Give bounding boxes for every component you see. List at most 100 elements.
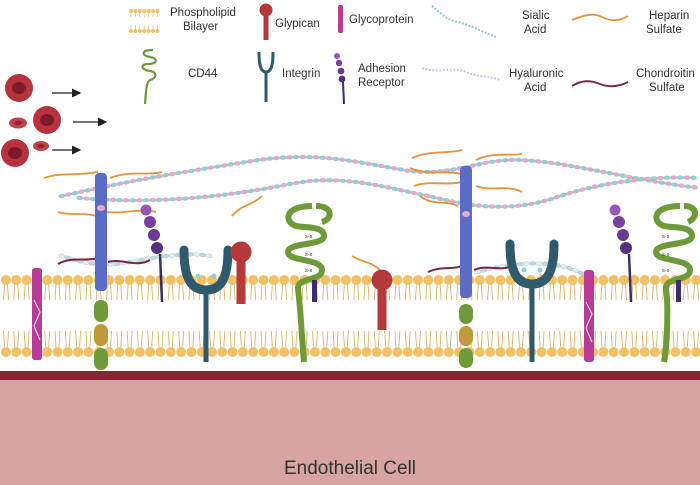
lipid-head bbox=[340, 275, 351, 285]
lipid-head bbox=[320, 347, 331, 357]
lipid-head bbox=[114, 275, 125, 285]
lipid-head bbox=[474, 275, 485, 285]
disulfide-bond-label: s-s bbox=[662, 252, 670, 258]
lipid-tail bbox=[693, 283, 700, 301]
lipid-head bbox=[371, 347, 382, 357]
lipid-head bbox=[361, 347, 372, 357]
phospholipid-legend-icon bbox=[129, 9, 160, 33]
lipid-tail bbox=[260, 330, 267, 348]
lipid-tail bbox=[126, 330, 133, 348]
lipid-head bbox=[413, 275, 423, 285]
lipid-head bbox=[248, 347, 259, 357]
legend-chondroitin-label: Chondroitin bbox=[636, 68, 695, 80]
lipid-head bbox=[124, 347, 135, 357]
lipid-tail bbox=[136, 283, 143, 301]
sialic-acid-strand bbox=[474, 261, 585, 276]
lipid-head bbox=[629, 275, 640, 285]
legend-chondroitin-label-2: Sulfate bbox=[649, 82, 685, 94]
lipid-tail bbox=[147, 330, 154, 348]
disulfide-bond-label: s-s bbox=[305, 234, 313, 240]
lipid-tail bbox=[651, 330, 658, 348]
lipid-head bbox=[598, 275, 609, 285]
lipid-tail bbox=[487, 283, 494, 301]
heparin-chain bbox=[231, 195, 263, 217]
lipid-tail bbox=[23, 330, 30, 348]
lipid-tail bbox=[13, 330, 20, 348]
lipid-tail bbox=[322, 330, 329, 348]
lipid-head bbox=[485, 275, 496, 285]
lipid-head bbox=[495, 275, 506, 285]
lipid-head bbox=[546, 347, 557, 357]
lipid-tail bbox=[75, 330, 82, 348]
lipid-tail bbox=[672, 330, 679, 348]
disulfide-bond-label: s-s bbox=[662, 234, 670, 240]
lipid-tail bbox=[281, 330, 288, 348]
red-blood-cell bbox=[33, 106, 61, 134]
heparin-sulfate-legend-icon bbox=[571, 13, 629, 22]
adhesion-receptor-legend-icon bbox=[334, 53, 346, 105]
cd44-receptor: s-s s-s s-s bbox=[653, 203, 698, 363]
lipid-tail bbox=[157, 330, 164, 348]
lipid-head bbox=[680, 347, 691, 357]
lipid-head bbox=[83, 275, 94, 285]
hyaluronic-acid-strand bbox=[58, 155, 698, 199]
lipid-tail bbox=[621, 330, 627, 348]
lipid-head bbox=[423, 275, 434, 285]
lipid-tail bbox=[651, 283, 658, 301]
lipid-head bbox=[320, 275, 331, 285]
lipid-head bbox=[62, 347, 73, 357]
red-blood-cell bbox=[5, 74, 33, 102]
lipid-head bbox=[402, 275, 413, 285]
lipid-tail bbox=[425, 283, 432, 301]
lipid-head bbox=[340, 347, 351, 357]
lipid-tail bbox=[44, 283, 51, 301]
lipid-tail bbox=[435, 330, 442, 348]
lipid-head bbox=[608, 275, 619, 285]
lipid-head bbox=[62, 275, 73, 285]
integrin bbox=[179, 245, 233, 362]
lipid-head bbox=[114, 347, 125, 357]
legend-sialic-label: Sialic bbox=[522, 10, 550, 22]
lipid-head bbox=[474, 347, 485, 357]
lipid-tail bbox=[476, 283, 483, 301]
legend-integrin-label: Integrin bbox=[282, 68, 320, 80]
legend-heparin-label-2: Sulfate bbox=[646, 24, 682, 36]
lipid-tail bbox=[373, 330, 380, 348]
heparin-chain bbox=[105, 209, 157, 214]
lipid-head bbox=[268, 275, 279, 285]
lipid-head bbox=[73, 275, 84, 285]
lipid-tail bbox=[44, 330, 51, 348]
lipid-tail bbox=[394, 283, 401, 301]
heparin-chain bbox=[351, 255, 381, 271]
lipid-tail bbox=[507, 330, 514, 348]
lipid-tail bbox=[270, 283, 277, 301]
chondroitin-sulfate-chains bbox=[57, 257, 513, 273]
lipid-tail bbox=[342, 330, 349, 348]
lipid-head bbox=[649, 347, 660, 357]
lipid-head bbox=[134, 347, 145, 357]
lipid-head bbox=[629, 347, 640, 357]
lipid-tail bbox=[384, 330, 391, 348]
lipid-tail bbox=[497, 283, 504, 301]
lipid-head bbox=[691, 275, 700, 285]
lipid-tail bbox=[250, 330, 257, 348]
lipid-head bbox=[443, 275, 454, 285]
lipid-tail bbox=[85, 330, 92, 348]
lipid-head bbox=[639, 275, 650, 285]
lipid-head bbox=[237, 347, 248, 357]
transmembrane-protein bbox=[459, 166, 473, 368]
lipid-head bbox=[207, 347, 217, 357]
lipid-tail bbox=[548, 283, 555, 301]
lipid-tail bbox=[487, 330, 494, 348]
transmembrane-protein bbox=[94, 173, 108, 370]
lipid-tail bbox=[64, 283, 71, 301]
lipid-tail bbox=[229, 283, 236, 301]
adhesion-receptor bbox=[140, 204, 164, 303]
lipid-head bbox=[619, 347, 629, 357]
lipid-head bbox=[310, 347, 320, 357]
lipid-tail bbox=[136, 330, 143, 348]
red-blood-cell bbox=[33, 141, 49, 151]
glypican-legend-icon bbox=[259, 3, 273, 40]
